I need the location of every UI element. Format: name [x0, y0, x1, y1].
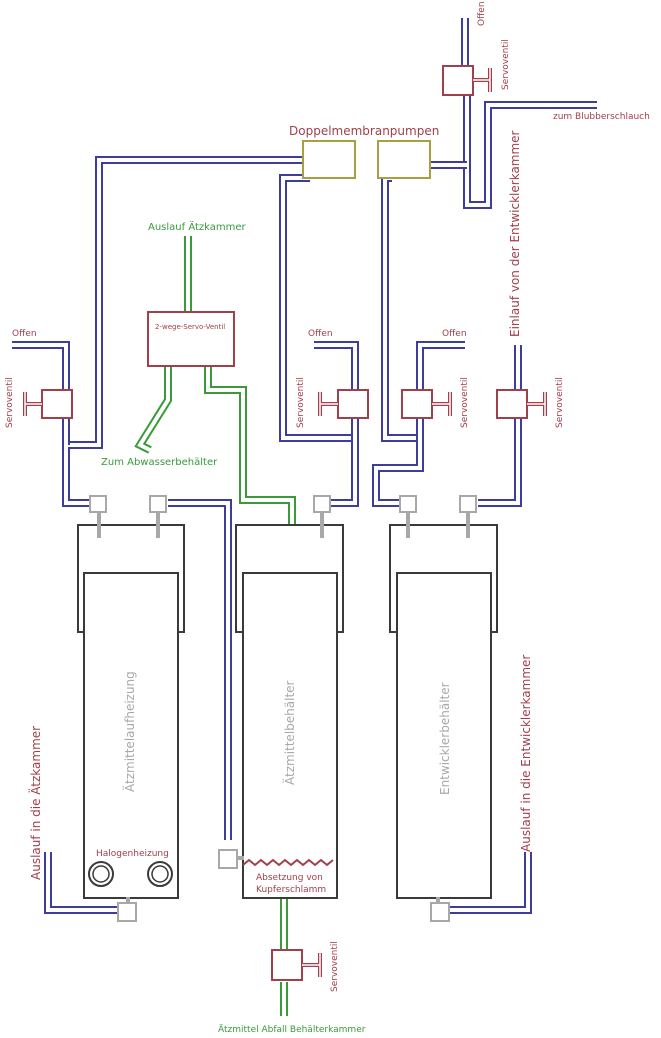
label-offen-left: Offen [12, 329, 37, 339]
label-servoventil-bottom: Servoventil [330, 941, 340, 992]
servo-valve-top [442, 65, 492, 96]
label-servoventil-mid: Servoventil [296, 377, 306, 428]
label-tank2-name: Ätzmittelbehälter [282, 680, 297, 785]
label-servoventil-top: Servoventil [501, 39, 511, 90]
pumps [302, 140, 431, 179]
servo-valve-right-a [401, 389, 452, 419]
two-way-servo-valve [147, 311, 235, 367]
labels: Offen Servoventil zum Blubberschlauch Do… [5, 1, 650, 1035]
fittings [89, 495, 477, 922]
pump-right [377, 140, 431, 179]
label-zum-blubberschlauch: zum Blubberschlauch [553, 112, 650, 122]
label-auslauf-in-entwicklerkammer: Auslauf in die Entwicklerkammer [519, 655, 533, 852]
green-pipes [134, 236, 296, 1016]
label-zum-abwasserbehaelter: Zum Abwasserbehälter [101, 457, 218, 468]
label-absetzung-line1: Absetzung von [256, 873, 323, 883]
servo-valve-left [23, 389, 73, 419]
label-offen-right: Offen [442, 329, 467, 339]
label-offen-mid: Offen [308, 329, 333, 339]
sediment-zigzag-icon [242, 858, 334, 867]
label-auslauf-in-aetzkammer: Auslauf in die Ätzkammer [28, 726, 43, 880]
label-tank1-name: Ätzmittelaufheizung [122, 671, 137, 792]
label-abfall-behaelterkammer: Ätzmittel Abfall Behälterkammer [218, 1024, 366, 1035]
servo-valve-bottom [271, 949, 322, 981]
label-einlauf-entwicklerkammer: Einlauf von der Entwicklerkammer [508, 130, 522, 337]
label-absetzung-line2: Kupferschlamm [256, 885, 326, 895]
pump-left [302, 140, 356, 179]
label-servoventil-left: Servoventil [5, 377, 15, 428]
label-halogenheizung: Halogenheizung [96, 849, 169, 859]
servo-valve-mid [318, 389, 369, 419]
label-tank3-name: Entwicklerbehälter [438, 682, 452, 795]
valves [23, 65, 547, 981]
label-offen-top: Offen [477, 1, 487, 26]
label-servoventil-right-a: Servoventil [460, 377, 470, 428]
servo-valve-right-b [496, 389, 547, 419]
label-2-wege-servo-ventil: 2-wege-Servo-Ventil [155, 323, 225, 331]
halogen-heaters [88, 861, 173, 887]
label-servoventil-right-b: Servoventil [555, 377, 565, 428]
tanks [77, 524, 498, 899]
label-auslauf-aetzkammer: Auslauf Ätzkammer [148, 220, 247, 233]
label-doppelmembranpumpen: Doppelmembranpumpen [289, 124, 439, 138]
